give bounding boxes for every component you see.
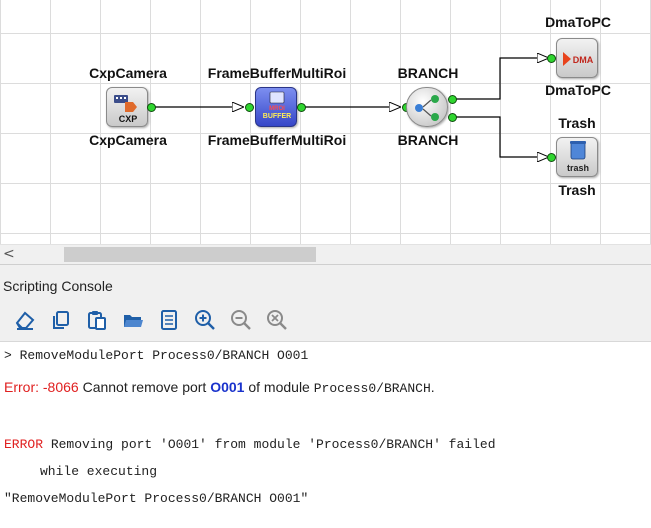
trash-input-port[interactable] xyxy=(547,153,556,162)
error-while-executing: while executing xyxy=(40,464,158,479)
open-folder-icon[interactable] xyxy=(121,308,145,332)
zoom-out-icon[interactable] xyxy=(229,308,253,332)
cxp-camera-icon[interactable]: CXP xyxy=(106,87,148,127)
wire-branch-to-trash xyxy=(453,116,548,157)
trash-icon[interactable]: trash xyxy=(556,137,598,177)
cxp-icon-text: CXP xyxy=(119,114,138,124)
dma-module-label-top: DmaToPC xyxy=(545,14,611,30)
branch-module-label-bottom: BRANCH xyxy=(397,132,459,148)
copy-icon[interactable] xyxy=(49,308,73,332)
dma-icon-text: DMA xyxy=(573,55,594,65)
error-end: . xyxy=(430,379,435,395)
console-header: Scripting Console xyxy=(0,264,651,296)
scroll-thumb[interactable] xyxy=(64,247,316,262)
framebuffer-module-label-bottom: FrameBufferMultiRoi xyxy=(207,132,347,148)
command-line: > RemoveModulePort Process0/BRANCH O001 xyxy=(4,348,309,363)
error-command-quote: "RemoveModulePort Process0/BRANCH O001" xyxy=(4,491,309,506)
console-output[interactable]: > RemoveModulePort Process0/BRANCH O001 … xyxy=(0,342,651,528)
console-toolbar xyxy=(0,296,651,342)
trash-module-label-bottom: Trash xyxy=(558,182,596,198)
camera-module-label-bottom: CxpCamera xyxy=(89,132,167,148)
mroi-icon-text: MROI xyxy=(269,106,285,112)
branch-output-port-2[interactable] xyxy=(448,113,457,122)
buffer-icon-text: BUFFER xyxy=(263,113,291,120)
error-message-line: Error: -8066 Cannot remove port O001 of … xyxy=(4,379,435,396)
error-code: Error: -8066 xyxy=(4,379,79,395)
script-book-icon[interactable] xyxy=(157,308,181,332)
branch-icon[interactable] xyxy=(406,87,448,127)
error-detail-line: ERROR Removing port 'O001' from module '… xyxy=(4,437,496,452)
trash-icon-text: trash xyxy=(567,163,589,173)
dma-input-port[interactable] xyxy=(547,54,556,63)
error-keyword: ERROR xyxy=(4,437,44,452)
wire-branch-to-dma xyxy=(453,58,548,100)
process-diagram-canvas[interactable]: CxpCamera CXP CxpCamera FrameBufferMulti… xyxy=(0,0,651,244)
branch-module-label-top: BRANCH xyxy=(397,65,459,81)
console-title: Scripting Console xyxy=(3,278,113,294)
dma-module-label-bottom: DmaToPC xyxy=(545,82,611,98)
branch-output-port-1[interactable] xyxy=(448,95,457,104)
camera-output-port[interactable] xyxy=(147,103,156,112)
scroll-left-arrow[interactable]: < xyxy=(3,246,15,262)
framebuffer-output-port[interactable] xyxy=(297,103,306,112)
zoom-in-icon[interactable] xyxy=(193,308,217,332)
clear-icon[interactable] xyxy=(13,308,37,332)
trash-module-label-top: Trash xyxy=(558,115,596,131)
camera-module-label-top: CxpCamera xyxy=(89,65,167,81)
error-module-name: Process0/BRANCH xyxy=(313,381,431,396)
dma-icon[interactable]: DMA xyxy=(556,38,598,78)
error-mid-text: of module xyxy=(244,379,314,395)
framebuffer-module-label-top: FrameBufferMultiRoi xyxy=(207,65,347,81)
zoom-reset-icon[interactable] xyxy=(265,308,289,332)
horizontal-scrollbar[interactable]: < xyxy=(0,244,651,264)
error-port-name: O001 xyxy=(210,379,245,395)
error-detail-text: Removing port 'O001' from module 'Proces… xyxy=(43,437,496,452)
connection-wires xyxy=(152,0,651,244)
paste-icon[interactable] xyxy=(85,308,109,332)
framebuffer-icon[interactable]: MROI BUFFER xyxy=(255,87,297,127)
framebuffer-input-port[interactable] xyxy=(245,103,254,112)
error-text: Cannot remove port xyxy=(78,379,211,395)
